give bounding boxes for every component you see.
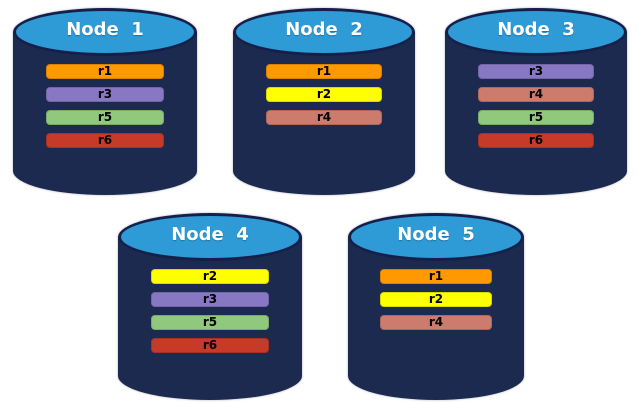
replica-bar-r4: r4	[265, 110, 383, 125]
replica-bar-r5: r5	[46, 110, 164, 125]
node-cylinder-2: Node 2 r1 r2 r4	[233, 8, 415, 195]
replica-bar-r2: r2	[151, 269, 269, 284]
node-label: Node 5	[397, 224, 475, 245]
cylinder-top-ellipse	[348, 213, 524, 261]
replica-list: r1 r2 r4	[233, 64, 415, 133]
replica-list: r2 r3 r5 r6	[118, 269, 302, 361]
replica-bar-r3: r3	[151, 292, 269, 307]
replica-bar-r2: r2	[379, 292, 493, 307]
replica-bar-r2: r2	[265, 87, 383, 102]
node-cylinder-1: Node 1 r1 r3 r5 r6	[13, 8, 197, 195]
replica-bar-r6: r6	[477, 133, 595, 148]
cylinder-top-ellipse	[233, 8, 415, 56]
cylinder-top-ellipse	[118, 213, 302, 261]
node-label: Node 2	[285, 19, 363, 40]
node-label: Node 4	[171, 224, 249, 245]
replica-bar-r4: r4	[379, 315, 493, 330]
replica-bar-r6: r6	[46, 133, 164, 148]
node-cylinder-3: Node 3 r3 r4 r5 r6	[445, 8, 627, 195]
replica-bar-r1: r1	[379, 269, 493, 284]
cylinder-top-ellipse	[445, 8, 627, 56]
replica-bar-r4: r4	[477, 87, 595, 102]
replica-bar-r5: r5	[477, 110, 595, 125]
replica-bar-r1: r1	[46, 64, 164, 79]
replica-list: r1 r2 r4	[348, 269, 524, 338]
replica-bar-r5: r5	[151, 315, 269, 330]
replica-list: r3 r4 r5 r6	[445, 64, 627, 156]
replica-bar-r1: r1	[265, 64, 383, 79]
replica-bar-r3: r3	[46, 87, 164, 102]
node-cylinder-5: Node 5 r1 r2 r4	[348, 213, 524, 400]
node-label: Node 1	[66, 19, 144, 40]
node-label: Node 3	[497, 19, 575, 40]
replica-bar-r6: r6	[151, 338, 269, 353]
node-cylinder-4: Node 4 r2 r3 r5 r6	[118, 213, 302, 400]
replica-bar-r3: r3	[477, 64, 595, 79]
cylinder-top-ellipse	[13, 8, 197, 56]
replica-list: r1 r3 r5 r6	[13, 64, 197, 156]
